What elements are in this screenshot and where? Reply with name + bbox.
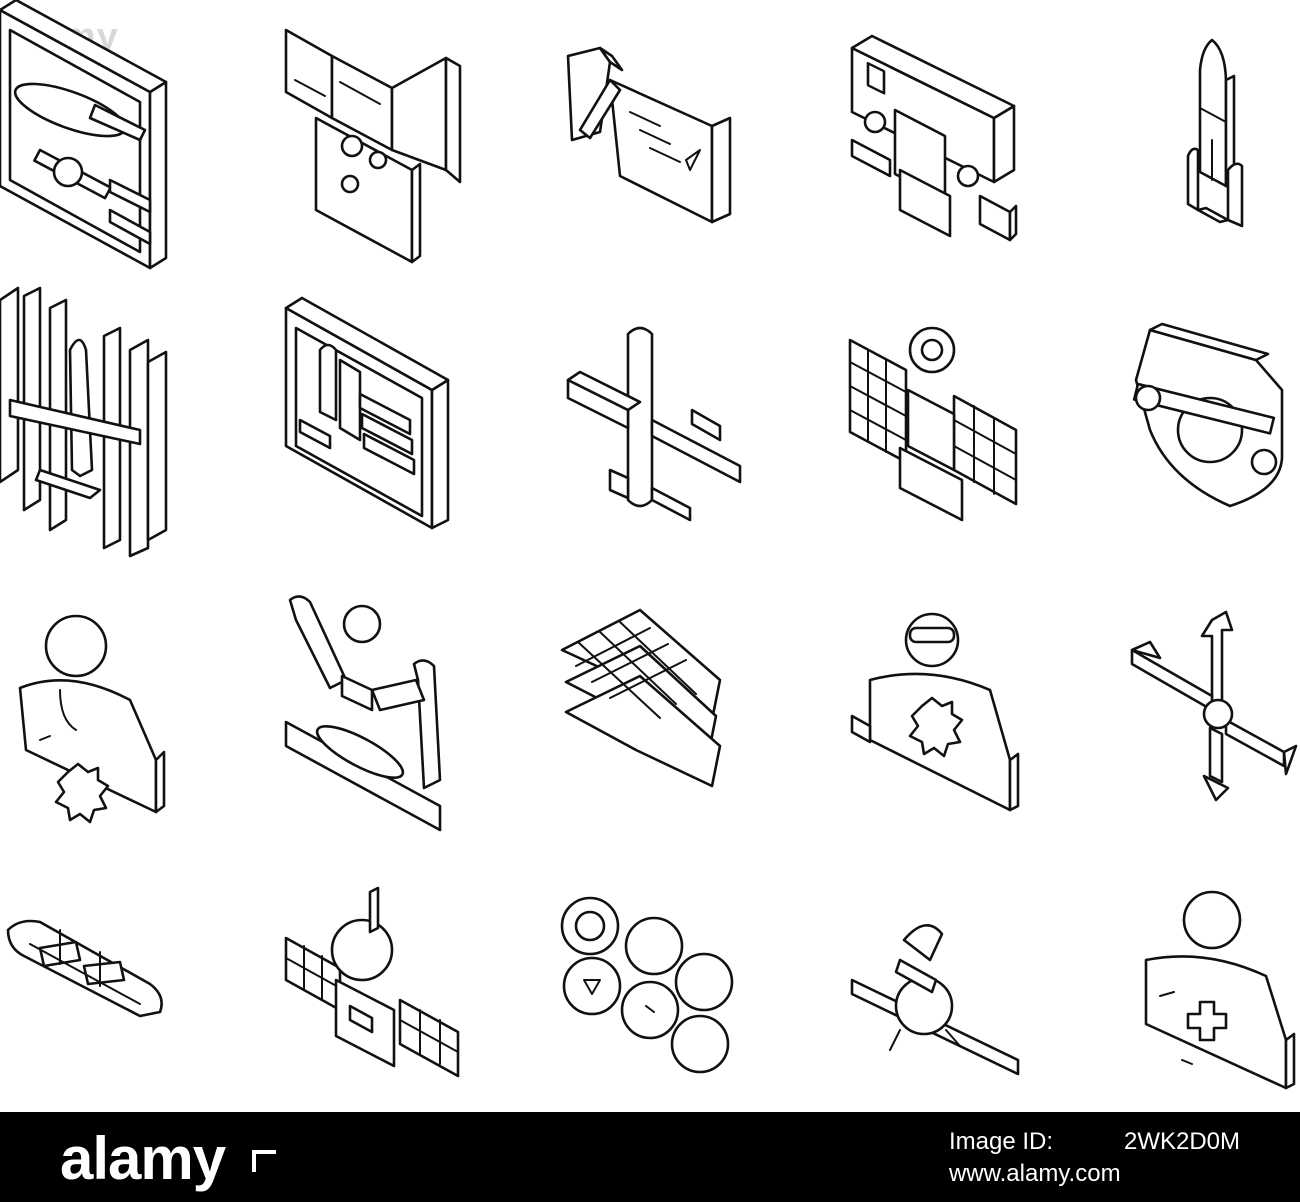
satellite-truck-icon — [850, 34, 1018, 242]
aircraft-frame-icon — [0, 286, 168, 558]
pilot-engineer-icon — [18, 614, 166, 824]
satellite-icon — [284, 886, 460, 1078]
radar-screen-icon — [0, 0, 168, 270]
solar-panel-layers-icon — [560, 608, 722, 788]
site-url[interactable]: www.alamy.com — [948, 1160, 1121, 1187]
satellite-robot-icon — [848, 326, 1018, 522]
icon-grid — [0, 0, 1298, 1090]
image-id-value: 2WK2D0M — [1123, 1128, 1240, 1155]
planet-shield-icon — [1132, 322, 1284, 508]
space-station-icon — [1130, 610, 1298, 802]
footer-bar: alamy Image ID: 2WK2D0M www.alamy.com — [0, 1112, 1300, 1202]
logo-mark-icon — [252, 1150, 276, 1172]
orbital-probe-icon — [850, 924, 1020, 1076]
image-meta: Image ID: 2WK2D0M www.alamy.com — [949, 1126, 1240, 1190]
image-id-row: Image ID: 2WK2D0M — [949, 1126, 1240, 1158]
rocket-icon — [1186, 38, 1244, 228]
mission-control-banner-icon — [284, 28, 462, 264]
brand-logo[interactable]: alamy — [60, 1125, 226, 1192]
robot-arm-icon — [284, 595, 442, 832]
image-id-label: Image ID: — [948, 1128, 1054, 1155]
wind-tunnel-icon — [566, 46, 732, 224]
planet-badges-icon — [560, 896, 734, 1074]
space-plane-icon — [6, 919, 163, 1018]
spaceport-board-icon — [284, 296, 450, 530]
drone-icon — [566, 326, 742, 522]
engineer-icon — [850, 612, 1020, 812]
medic-astronaut-icon — [1144, 890, 1296, 1090]
